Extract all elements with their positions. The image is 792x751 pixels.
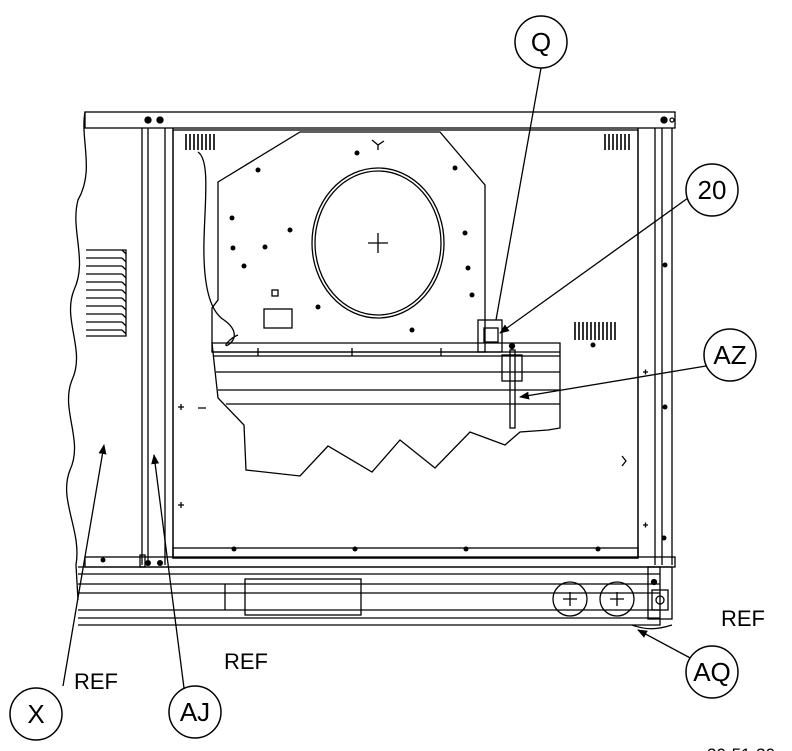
ref-label-aj: REF: [224, 649, 268, 674]
right-post: [637, 128, 673, 565]
duct-section: [211, 342, 561, 477]
base-slot: [244, 578, 362, 616]
callout-x: X: [27, 699, 44, 729]
bottom-frame: [172, 547, 639, 559]
callout-circle-q: [514, 15, 568, 69]
wire-harness: [197, 151, 239, 347]
callout-circle-az: [703, 328, 757, 382]
callout-circle-aq: [685, 645, 739, 699]
leader-aj: [151, 454, 185, 689]
leader-20: [499, 197, 689, 334]
leader-aq: [637, 629, 695, 661]
top-rail: [84, 111, 676, 129]
knockout-1: [552, 581, 588, 617]
louvers: [86, 249, 127, 337]
callout-circle-aj: [168, 685, 222, 739]
sensor-rod: [509, 349, 516, 429]
label-plate: [263, 308, 293, 329]
left-post: [141, 128, 174, 565]
break-line: [65, 111, 88, 601]
base-rail: [78, 566, 673, 630]
leader-q: [495, 67, 542, 321]
figure-number: 30-51-30: [707, 745, 775, 751]
knockout-2: [599, 581, 635, 617]
callout-aq: AQ: [693, 657, 731, 687]
ref-label-aq: REF: [721, 606, 765, 631]
blower-opening: [311, 167, 445, 319]
leader-az: [519, 365, 707, 400]
callout-q: Q: [531, 27, 551, 57]
cabinet: [172, 129, 639, 559]
callout-circle-20: [685, 163, 739, 217]
callout-aj: AJ: [180, 697, 210, 727]
ref-label-x: REF: [74, 669, 118, 694]
leader-x: [62, 444, 107, 687]
callout-az: AZ: [713, 340, 746, 370]
insulation-hatch: [185, 134, 630, 340]
callout-circle-x: [9, 687, 63, 741]
callout-20: 20: [698, 175, 727, 205]
